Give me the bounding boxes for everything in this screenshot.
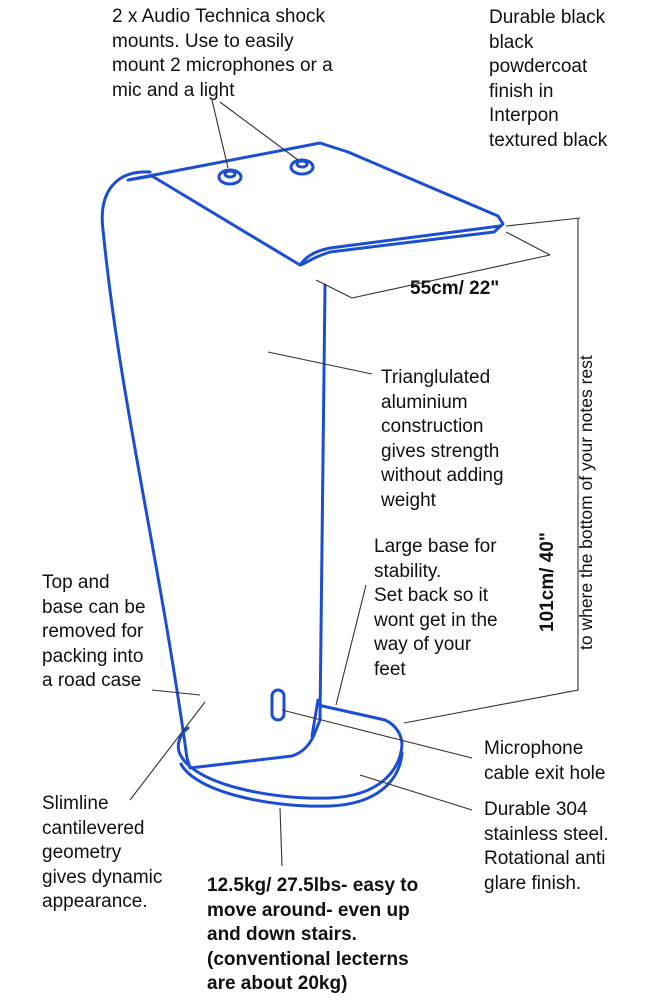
leader-removable bbox=[151, 689, 201, 696]
leader-base bbox=[335, 584, 367, 706]
label-height-description: to where the bottom of your notes rest bbox=[576, 355, 596, 650]
label-removable: Top and base can be removed for packing … bbox=[42, 572, 146, 691]
lectern-base-bottom-edge bbox=[179, 751, 404, 808]
label-steel: Durable 304 stainless steel. Rotational … bbox=[484, 799, 609, 894]
lectern-top-front-edge bbox=[298, 224, 502, 267]
leader-steel bbox=[359, 774, 473, 811]
cable-exit-hole bbox=[270, 688, 286, 722]
leader-slimline bbox=[129, 701, 206, 801]
leader-construction bbox=[267, 351, 373, 375]
label-slimline: Slimline cantilevered geometry gives dyn… bbox=[42, 793, 163, 912]
label-base: Large base for stability. Set back so it… bbox=[374, 536, 498, 680]
lectern-base-outline bbox=[176, 703, 404, 800]
leader-width-left bbox=[315, 279, 353, 299]
label-height-value: 101cm/ 40" bbox=[537, 532, 558, 632]
shock-mount-right bbox=[289, 158, 315, 176]
label-weight: 12.5kg/ 27.5lbs- easy to move around- ev… bbox=[207, 875, 419, 994]
leader-height bbox=[403, 218, 579, 724]
label-cable-hole: Microphone cable exit hole bbox=[484, 738, 606, 784]
label-finish: Durable black black powdercoat finish in… bbox=[489, 7, 608, 151]
label-width: 55cm/ 22" bbox=[410, 278, 500, 299]
leader-weight bbox=[279, 807, 283, 867]
lectern-top-outline bbox=[126, 141, 505, 267]
leader-width-dim bbox=[351, 217, 581, 299]
label-shock-mounts: 2 x Audio Technica shock mounts. Use to … bbox=[112, 6, 333, 101]
shock-mount-left bbox=[217, 168, 243, 186]
leader-cable-hole bbox=[281, 709, 473, 759]
label-construction: Trianglulated aluminium construction giv… bbox=[381, 367, 504, 511]
leader-shock-mounts bbox=[211, 99, 299, 169]
